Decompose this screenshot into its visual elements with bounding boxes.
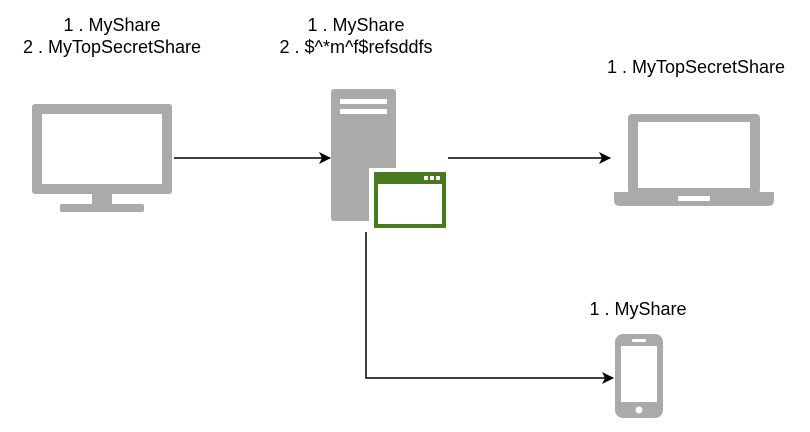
laptop-label: 1 . MyTopSecretShare xyxy=(586,56,806,78)
desktop-label-line-2: 2 . MyTopSecretShare xyxy=(22,37,202,57)
laptop-icon xyxy=(614,114,774,206)
server-label: 1 . MyShare 2 . $^*m^f$refsddfs xyxy=(256,14,456,58)
app-window-icon xyxy=(369,168,449,230)
server-label-line-1: 1 . MyShare xyxy=(307,15,405,35)
server-label-line-2: 2 . $^*m^f$refsddfs xyxy=(279,37,433,57)
laptop-label-line-1: 1 . MyTopSecretShare xyxy=(606,57,786,77)
desktop-label: 1 . MyShare 2 . MyTopSecretShare xyxy=(0,14,224,58)
phone-label: 1 . MyShare xyxy=(572,298,704,320)
arrow-server-to-phone xyxy=(365,232,614,384)
smartphone-icon xyxy=(615,334,663,418)
phone-label-line-1: 1 . MyShare xyxy=(589,299,687,319)
desktop-monitor-icon xyxy=(32,104,172,212)
desktop-label-line-1: 1 . MyShare xyxy=(63,15,161,35)
